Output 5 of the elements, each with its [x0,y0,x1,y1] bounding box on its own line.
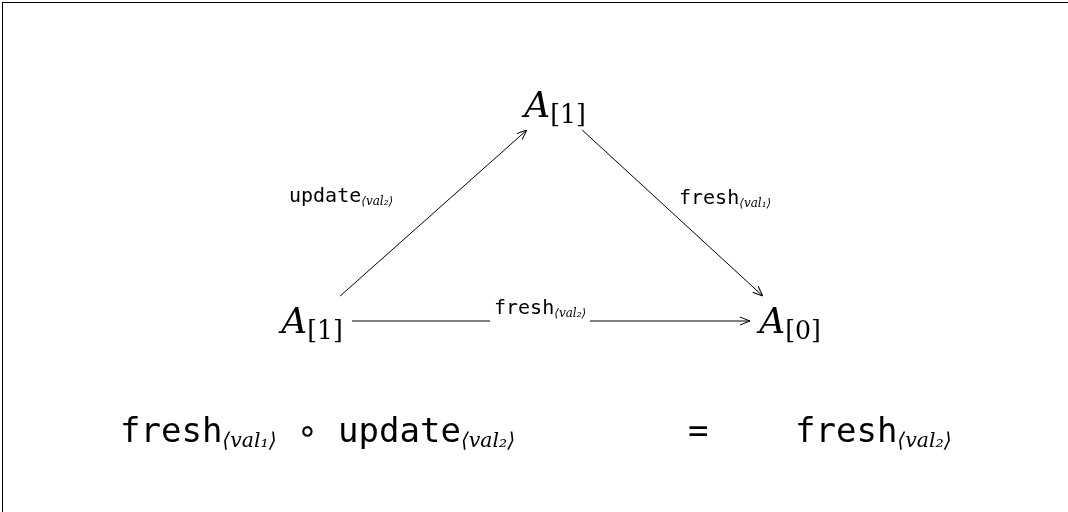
arrow [581,129,764,297]
equation-text: = [688,409,709,452]
arrow [339,129,528,297]
equation-text: fresh$_{⟨val₂⟩}$ [795,409,952,455]
equation-text: fresh$_{⟨val₁⟩}$ ∘ update$_{⟨val₂⟩}$ [120,409,516,455]
